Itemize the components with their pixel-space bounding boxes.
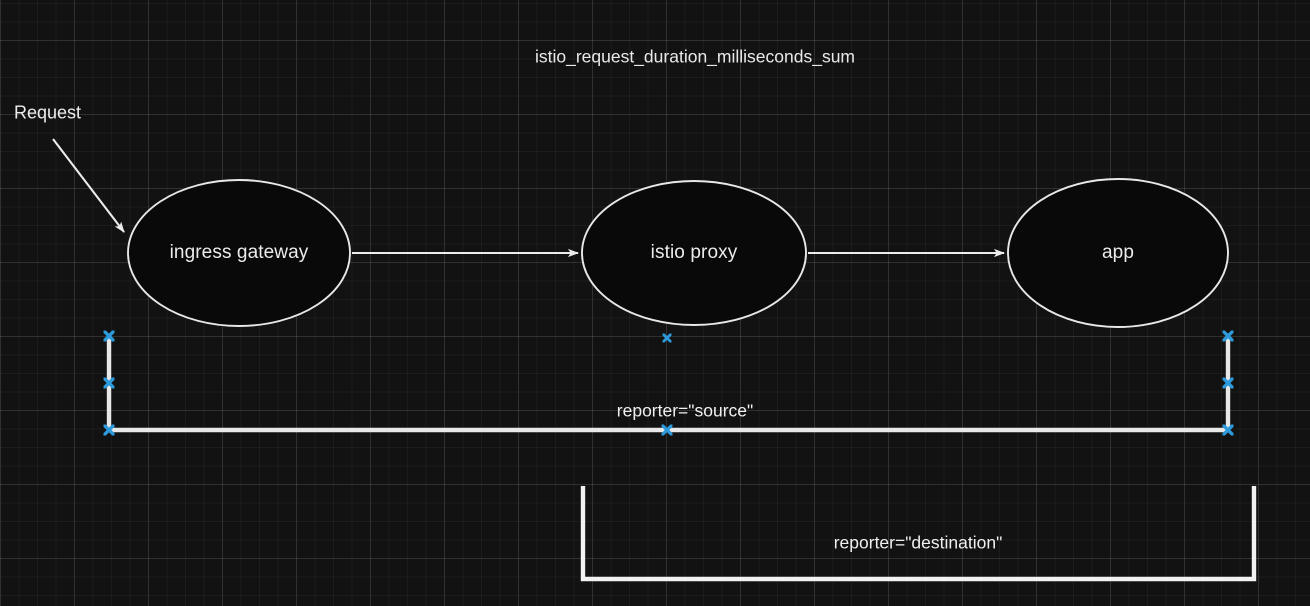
bracket-label-source: reporter="source"	[616, 400, 754, 421]
selection-handle-x-icon[interactable]	[1222, 330, 1234, 342]
selection-handle-x-icon[interactable]	[103, 377, 115, 389]
edge-label-request: Request	[14, 102, 82, 123]
node-label-app: app	[1101, 242, 1135, 263]
bracket-label-destination: reporter="destination"	[833, 532, 1003, 553]
node-app[interactable]	[1007, 178, 1229, 328]
selection-handle-x-icon[interactable]	[103, 330, 115, 342]
selection-handle-x-icon[interactable]	[1222, 377, 1234, 389]
selection-handle-x-icon[interactable]	[661, 424, 673, 436]
node-istio-proxy[interactable]	[581, 180, 807, 326]
node-label-istio-proxy: istio proxy	[650, 242, 738, 263]
edge-request-arrow[interactable]	[52, 138, 125, 233]
selection-handle-x-icon[interactable]	[662, 333, 672, 343]
bracket-destination[interactable]	[580, 486, 1257, 582]
selection-handle-x-icon[interactable]	[103, 424, 115, 436]
node-ingress-gateway[interactable]	[127, 179, 351, 327]
page-title: istio_request_duration_milliseconds_sum	[534, 46, 856, 67]
node-label-ingress-gateway: ingress gateway	[169, 242, 309, 263]
selection-handle-x-icon[interactable]	[1222, 424, 1234, 436]
